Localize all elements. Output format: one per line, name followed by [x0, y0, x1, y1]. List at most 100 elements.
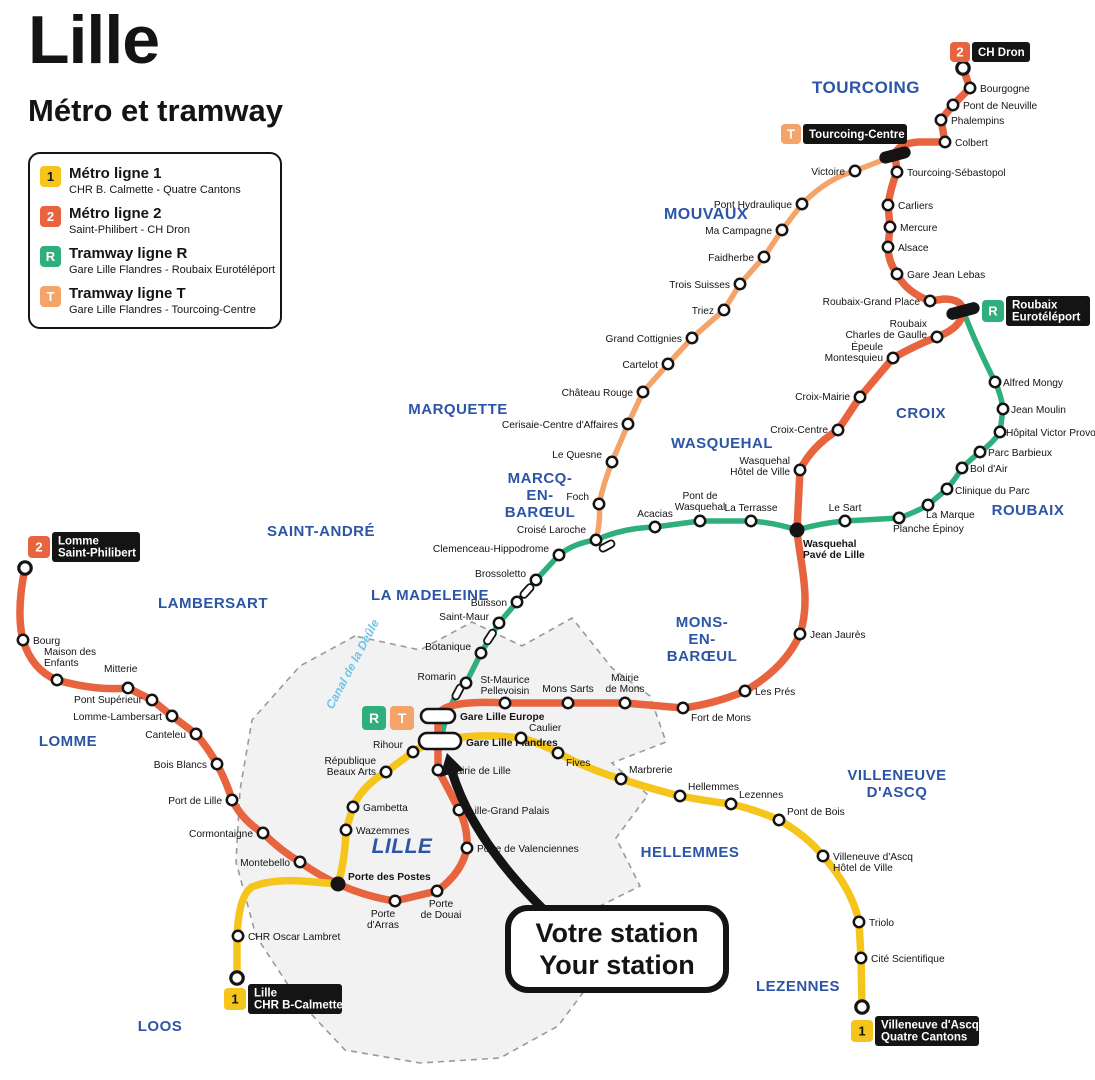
station-label-alfred-mongy: Alfred Mongy	[1003, 378, 1064, 389]
terminus-badge-roubaix-eurot-l-port	[982, 300, 1004, 322]
station-label-jean-jaur-s: Jean Jaurès	[810, 630, 866, 641]
station-bois-blancs	[210, 757, 224, 771]
station-port-de-lille	[225, 793, 239, 807]
station-croix-centre	[831, 423, 845, 437]
station-colbert	[938, 135, 952, 149]
station-label-la-terrasse: La Terrasse	[724, 503, 777, 514]
station-label-gare-jean-lebas: Gare Jean Lebas	[907, 270, 985, 281]
station-porte-des-postes	[330, 876, 346, 892]
terminus-badge-lille-chr-b-calmette	[224, 988, 246, 1010]
station-label-ma-campagne: Ma Campagne	[705, 226, 772, 237]
area-label-saint-andr: SAINT-ANDRÉ	[267, 523, 375, 540]
station-label-cormontaigne: Cormontaigne	[189, 829, 253, 840]
station-jean-moulin	[996, 402, 1010, 416]
station-triez	[717, 303, 731, 317]
station-label-r-publique-beaux-arts: République	[324, 756, 376, 767]
station-label-clemenceau-hippodrome: Clemenceau-Hippodrome	[433, 544, 549, 555]
station-brossoletto	[529, 573, 543, 587]
station-wasquehal-h-tel-de-ville	[793, 463, 807, 477]
area-label-mouvaux: MOUVAUX	[664, 206, 748, 223]
station-label-maison-des-enfants: Maison des	[44, 647, 96, 658]
your-station-text: Votre station	[535, 918, 698, 948]
station-label-roubaix-grand-place: Roubaix-Grand Place	[823, 297, 921, 308]
area-label-en: EN-	[526, 487, 553, 504]
area-label-en: EN-	[688, 631, 715, 648]
station-botanique	[474, 646, 488, 660]
station-label-croix-mairie: Croix-Mairie	[795, 392, 850, 403]
station-pont-de-neuville	[946, 98, 960, 112]
terminus-badge-villeneuve-d-ascq-quatre-cantons	[851, 1020, 873, 1042]
legend-line-route: Saint-Philibert - CH Dron	[69, 224, 191, 236]
page-title: Lille	[28, 2, 160, 78]
terminus-badge-letter-roubaix-eurot-l-port: R	[988, 304, 998, 319]
station-saint-maur	[492, 616, 506, 630]
station-porte-de-douai	[430, 884, 444, 898]
station-lille-chr-b-calmette	[229, 970, 245, 986]
station-r-publique-beaux-arts	[379, 765, 393, 779]
station-label-ch-teau-rouge: Château Rouge	[562, 388, 634, 399]
station-label-canteleu: Canteleu	[145, 730, 186, 741]
station-label-peule-montesquieu: Épeule	[851, 340, 883, 353]
station-cit-scientifique	[854, 951, 868, 965]
legend-item-tram-t: T Tramway ligne T Gare Lille Flandres - …	[40, 285, 270, 316]
station-label-r-publique-beaux-arts: Beaux Arts	[327, 767, 376, 778]
area-label-marcq: MARCQ-	[508, 470, 573, 487]
station-les-pr-s	[738, 684, 752, 698]
station-mitterie	[121, 681, 135, 695]
legend-item-metro-2: 2 Métro ligne 2 Saint-Philibert - CH Dro…	[40, 205, 270, 236]
station-label-caulier: Caulier	[529, 723, 562, 734]
station-ch-teau-rouge	[636, 385, 650, 399]
area-label-lille: LILLE	[372, 835, 433, 858]
station-wazemmes	[339, 823, 353, 837]
station-label-mons-sarts: Mons Sarts	[542, 684, 594, 695]
station-pont-sup-rieur	[145, 693, 159, 707]
station-label-lomme-lambersart: Lomme-Lambersart	[73, 712, 162, 723]
station-label-phalempins: Phalempins	[951, 116, 1004, 127]
terminus-box-ch-dron	[972, 42, 1030, 62]
station-label-saint-maur: Saint-Maur	[439, 612, 489, 623]
line-badge-letter-t: T	[398, 710, 407, 726]
terminus-badge-letter-lomme-saint-philibert: 2	[35, 540, 42, 555]
terminus-badge-tourcoing-centre	[781, 124, 801, 144]
station-label-crois-laroche: Croisé Laroche	[517, 525, 586, 536]
station-fives	[551, 746, 565, 760]
your-station-arrow	[447, 767, 553, 919]
terminus-badge-ch-dron	[950, 42, 970, 62]
station-label-st-maurice-pellevoisin: Pellevoisin	[481, 686, 530, 697]
station-planche-pinoy	[892, 511, 906, 525]
station-label-villeneuve-d-ascq-h-tel-de-ville: Hôtel de Ville	[833, 863, 893, 874]
station-label-tourcoing-s-bastopol: Tourcoing-Sébastopol	[907, 168, 1006, 179]
station-label-pont-de-neuville: Pont de Neuville	[963, 101, 1038, 112]
station-acacias	[648, 520, 662, 534]
station-label-grand-cottignies: Grand Cottignies	[606, 334, 682, 345]
station-label-fives: Fives	[566, 758, 590, 769]
station-alsace	[881, 240, 895, 254]
station-label-fort-de-mons: Fort de Mons	[691, 713, 751, 724]
station-maison-des-enfants	[50, 673, 64, 687]
legend: 1 Métro ligne 1 CHR B. Calmette - Quatre…	[28, 152, 282, 329]
station-roubaix-charles-de-gaulle	[930, 330, 944, 344]
station-mairie-de-mons	[618, 696, 632, 710]
station-label-trois-suisses: Trois Suisses	[669, 280, 730, 291]
area-label-wasquehal: WASQUEHAL	[671, 435, 773, 452]
station-label-les-pr-s: Les Prés	[755, 687, 795, 698]
station-label-cerisaie-centre-d-affaires: Cerisaie-Centre d'Affaires	[502, 420, 618, 431]
station-lomme-lambersart	[165, 709, 179, 723]
station-label-pont-hydraulique: Pont Hydraulique	[714, 200, 792, 211]
station-marbrerie	[614, 772, 628, 786]
legend-line-name: Métro ligne 1	[69, 165, 162, 182]
station-triolo	[852, 915, 866, 929]
legend-line-route: CHR B. Calmette - Quatre Cantons	[69, 184, 241, 196]
your-station-text: Your station	[539, 950, 695, 980]
station-label-le-quesne: Le Quesne	[552, 450, 602, 461]
station-crois-laroche	[589, 533, 603, 547]
terminus-box-label-roubaix-eurot-l-port: Eurotéléport	[1012, 312, 1081, 324]
station-label-peule-montesquieu: Montesquieu	[825, 353, 883, 364]
area-label-d-ascq: D'ASCQ	[867, 784, 928, 801]
legend-line-route: Gare Lille Flandres - Tourcoing-Centre	[69, 304, 256, 316]
line-2-badge: 2	[40, 206, 61, 227]
station-label-brossoletto: Brossoletto	[475, 569, 526, 580]
station-cartelot	[661, 357, 675, 371]
station-label-croix-centre: Croix-Centre	[770, 425, 828, 436]
